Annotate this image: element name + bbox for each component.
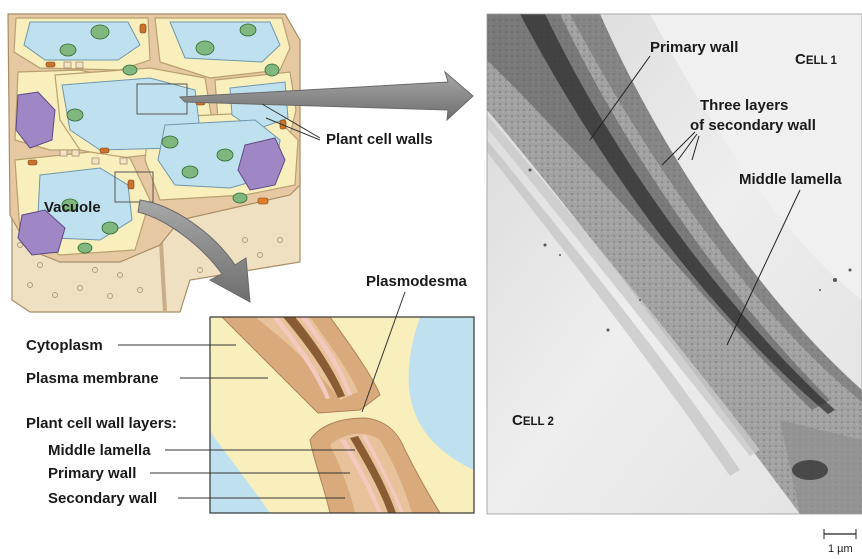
plant-cell-walls-label: Plant cell walls: [326, 131, 433, 148]
micrograph-primary-wall-label: Primary wall: [650, 39, 738, 56]
plasmodesma-detail-panel: [210, 317, 474, 513]
vacuole-label: Vacuole: [44, 199, 101, 216]
tissue-block-illustration: [8, 14, 300, 312]
micrograph-middle-lamella-label: Middle lamella: [739, 171, 842, 188]
electron-micrograph: [487, 14, 862, 514]
plasma-membrane-label: Plasma membrane: [26, 370, 159, 387]
three-layers-label-line1: Three layers: [700, 97, 788, 114]
scale-bar-label: 1 µm: [828, 543, 853, 555]
wall-layers-heading: Plant cell wall layers:: [26, 415, 177, 432]
plasmodesma-label: Plasmodesma: [366, 273, 468, 290]
cytoplasm-label: Cytoplasm: [26, 337, 103, 354]
middle-lamella-label: Middle lamella: [48, 442, 151, 459]
primary-wall-label: Primary wall: [48, 465, 136, 482]
secondary-wall-label: Secondary wall: [48, 490, 157, 507]
three-layers-label-line2: of secondary wall: [690, 117, 816, 134]
